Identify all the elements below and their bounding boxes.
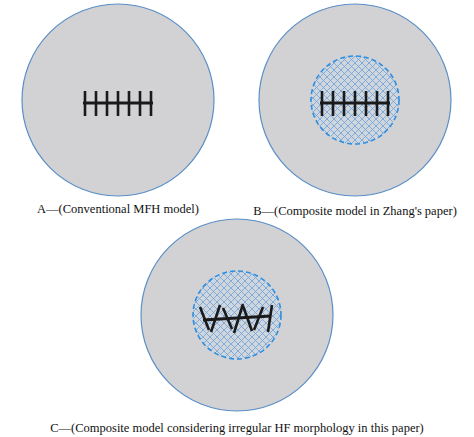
irregular-fracture: [268, 305, 272, 332]
hydraulic-fracture: [376, 91, 379, 116]
irregular-fracture: [200, 307, 209, 330]
reservoir-circle-svg: [0, 218, 474, 437]
hydraulic-fracture: [332, 91, 335, 116]
srv-region: [193, 271, 281, 359]
reservoir-model: B—(Composite model in Zhang's paper): [236, 0, 474, 222]
model-caption: A—(Conventional MFH model): [10, 201, 226, 217]
reservoir-circle: [22, 4, 214, 196]
reservoir-circle: [141, 219, 333, 411]
irregular-fracture: [254, 307, 263, 330]
hydraulic-fracture: [139, 91, 142, 116]
hydraulic-fracture: [343, 91, 346, 116]
hydraulic-fracture: [387, 91, 390, 116]
hydraulic-fracture: [95, 91, 98, 116]
reservoir-model: C—(Composite model considering irregular…: [0, 218, 474, 437]
srv-region: [311, 56, 399, 144]
hydraulic-fracture: [150, 91, 153, 116]
reservoir-circle-svg: [236, 0, 474, 222]
hydraulic-fracture: [84, 91, 87, 116]
hydraulic-fracture: [106, 91, 109, 116]
hydraulic-fracture: [117, 91, 120, 116]
hydraulic-fracture: [321, 91, 324, 116]
model-caption: B—(Composite model in Zhang's paper): [236, 203, 474, 219]
irregular-fracture: [223, 308, 232, 329]
reservoir-circle: [259, 4, 451, 196]
hydraulic-fracture: [128, 91, 131, 116]
irregular-fracture: [234, 304, 243, 333]
model-caption: C—(Composite model considering irregular…: [0, 420, 474, 436]
reservoir-circle-svg: [10, 0, 226, 222]
hydraulic-fracture: [354, 91, 357, 116]
irregular-fracture: [211, 305, 220, 332]
hydraulic-fracture: [365, 91, 368, 116]
reservoir-model: A—(Conventional MFH model): [10, 0, 226, 222]
irregular-fracture: [243, 306, 252, 331]
